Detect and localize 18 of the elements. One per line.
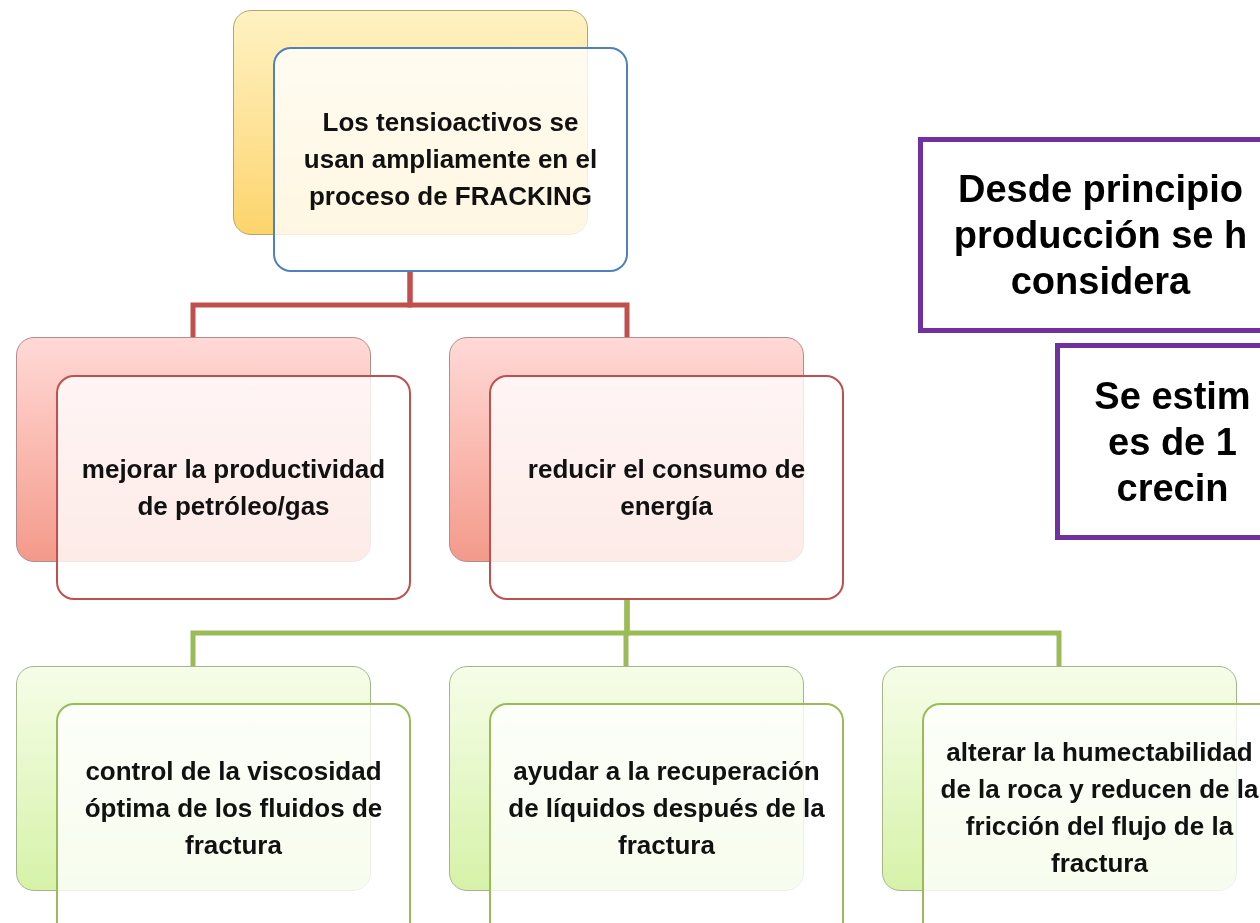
text-card — [56, 375, 411, 600]
connector-line — [407, 272, 630, 337]
card-text: ayudar a la recuperación de líquidos después de la fractura — [507, 754, 826, 862]
text-card — [56, 703, 411, 923]
card-text: mejorar la productividad de petróleo/gas — [80, 452, 387, 523]
text-box — [918, 137, 1260, 333]
text-box — [1055, 343, 1260, 540]
text-card — [922, 703, 1260, 923]
text-card — [489, 703, 844, 923]
card-text: reducir el consumo de energía — [526, 452, 807, 523]
statement-text: Se estim es de 1 crecin — [1093, 373, 1252, 511]
connector-line — [624, 600, 1062, 666]
statement-text: Desde principio producción se h considera — [952, 167, 1249, 304]
card-text: alterar la humectabilidad de la roca y reducen de la fricción del flujo de la fractura — [940, 736, 1259, 880]
text-card — [489, 375, 844, 600]
card-text: control de la viscosidad óptima de los fluidos de fractura — [83, 754, 384, 862]
text-card — [273, 47, 628, 272]
card-text: Los tensioactivos se usan ampliamente en el proceso de FRACKING — [302, 106, 599, 213]
